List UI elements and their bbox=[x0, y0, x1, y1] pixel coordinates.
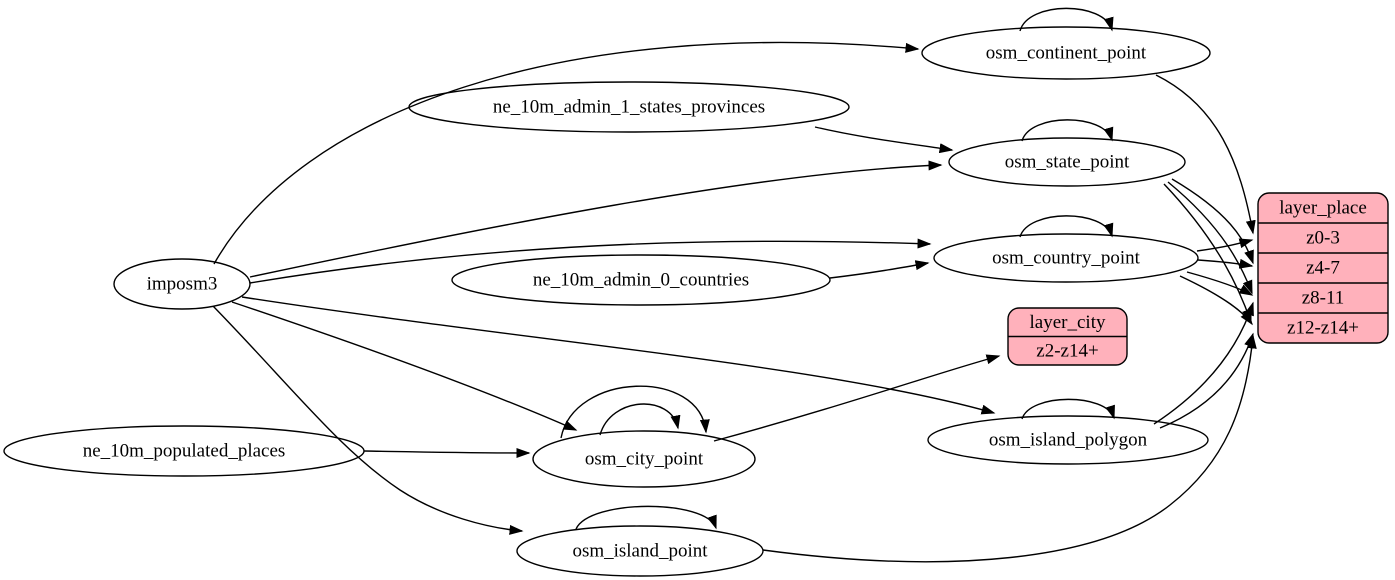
record-layer_place-row-z0-3: z0-3 bbox=[1306, 228, 1340, 249]
edge-osm_island_point-to-osm_island_point-self bbox=[575, 505, 717, 530]
node-osm_country_point-shape bbox=[933, 233, 1199, 283]
edge-imposm3-to-osm_island_polygon bbox=[241, 296, 996, 415]
node-osm_island_point: osm_island_point bbox=[516, 525, 764, 577]
node-osm_city_point-shape bbox=[532, 430, 756, 488]
record-layer_place: layer_place z0-3 z4-7 z8-11 z12-z14+ bbox=[1257, 192, 1389, 344]
node-osm_continent_point-shape bbox=[921, 26, 1211, 80]
node-osm_island_polygon: osm_island_polygon bbox=[927, 415, 1209, 465]
edge-imposm3-to-osm_island_point bbox=[212, 305, 524, 535]
edge-imposm3-to-osm_city_point bbox=[231, 301, 578, 431]
node-ne_10m_admin_0_countries: ne_10m_admin_0_countries bbox=[451, 254, 831, 306]
edge-osm_continent_point-to-layer_place-z0-3 bbox=[1155, 74, 1256, 235]
node-ne_10m_admin_0_countries-shape bbox=[451, 254, 831, 306]
edge-imposm3-to-osm_continent_point bbox=[213, 41, 920, 265]
record-layer_city-title: layer_city bbox=[1030, 312, 1106, 333]
node-ne_10m_admin_0_countries-label: ne_10m_admin_0_countries bbox=[533, 270, 749, 291]
node-ne_10m_populated_places-label: ne_10m_populated_places bbox=[83, 441, 286, 462]
record-layer_city-row-z2-z14+: z2-z14+ bbox=[1036, 340, 1098, 361]
record-layer_city: layer_city z2-z14+ bbox=[1007, 307, 1128, 366]
edge-osm_country_point-to-layer_place-z4-7 bbox=[1197, 258, 1254, 269]
node-osm_island_polygon-shape bbox=[927, 415, 1209, 465]
record-layer_place-row-z4-7: z4-7 bbox=[1306, 258, 1340, 279]
node-ne_10m_admin_1_states_provinces: ne_10m_admin_1_states_provinces bbox=[408, 81, 850, 133]
node-osm_continent_point: osm_continent_point bbox=[921, 26, 1211, 80]
node-imposm3: imposm3 bbox=[113, 258, 251, 310]
edge-osm_continent_point-to-osm_continent_point-self bbox=[1019, 7, 1114, 32]
node-osm_state_point: osm_state_point bbox=[948, 137, 1186, 187]
edge-osm_state_point-to-layer_place-z4-7 bbox=[1171, 178, 1254, 265]
edge-osm_country_point-to-osm_country_point-self bbox=[1019, 215, 1114, 238]
node-osm_island_polygon-label: osm_island_polygon bbox=[989, 430, 1148, 451]
node-osm_city_point: osm_city_point bbox=[532, 430, 756, 488]
record-layer_place-shape bbox=[1257, 192, 1389, 344]
node-osm_country_point: osm_country_point bbox=[933, 233, 1199, 283]
record-layer_place-row-z8-11: z8-11 bbox=[1302, 288, 1345, 309]
edge-ne_10m_admin_1_states_provinces-to-osm_state_point bbox=[814, 126, 954, 154]
node-osm_continent_point-label: osm_continent_point bbox=[986, 43, 1147, 64]
record-layer_place-title: layer_place bbox=[1279, 198, 1367, 219]
edge-ne_10m_admin_0_countries-to-osm_country_point bbox=[829, 260, 930, 279]
node-ne_10m_admin_1_states_provinces-label: ne_10m_admin_1_states_provinces bbox=[493, 97, 765, 118]
edge-osm_state_point-to-layer_place-z8-11 bbox=[1167, 181, 1253, 295]
node-ne_10m_populated_places: ne_10m_populated_places bbox=[3, 425, 365, 477]
node-osm_state_point-label: osm_state_point bbox=[1005, 152, 1130, 173]
edge-osm_city_point-to-osm_city_point-self-outer bbox=[560, 385, 710, 439]
edge-osm_city_point-to-layer_city-z2-z14+ bbox=[713, 354, 1001, 442]
node-osm_island_point-label: osm_island_point bbox=[572, 541, 708, 562]
edge-osm_island_polygon-to-osm_island_polygon-self bbox=[1021, 398, 1115, 420]
node-imposm3-shape bbox=[113, 258, 251, 310]
edge-osm_island_polygon-to-layer_place-z8-11 bbox=[1153, 301, 1254, 425]
edge-osm_island_point-to-layer_place-z12-z14+ bbox=[762, 334, 1257, 563]
edge-osm_city_point-to-osm_city_point-self-inner bbox=[599, 403, 681, 436]
edge-ne_10m_populated_places-to-osm_city_point bbox=[363, 447, 531, 458]
node-osm_country_point-label: osm_country_point bbox=[992, 248, 1140, 269]
node-osm_state_point-shape bbox=[948, 137, 1186, 187]
edge-imposm3-to-osm_state_point bbox=[249, 160, 943, 278]
edge-osm_country_point-to-layer_place-z0-3 bbox=[1196, 238, 1254, 252]
node-osm_city_point-label: osm_city_point bbox=[585, 449, 704, 470]
node-osm_island_point-shape bbox=[516, 525, 764, 577]
node-imposm3-label: imposm3 bbox=[147, 274, 218, 295]
edge-imposm3-to-osm_country_point bbox=[249, 238, 932, 284]
record-layer_place-row-z12-z14+: z12-z14+ bbox=[1287, 318, 1359, 339]
edge-osm_state_point-to-osm_state_point-self bbox=[1021, 119, 1114, 142]
